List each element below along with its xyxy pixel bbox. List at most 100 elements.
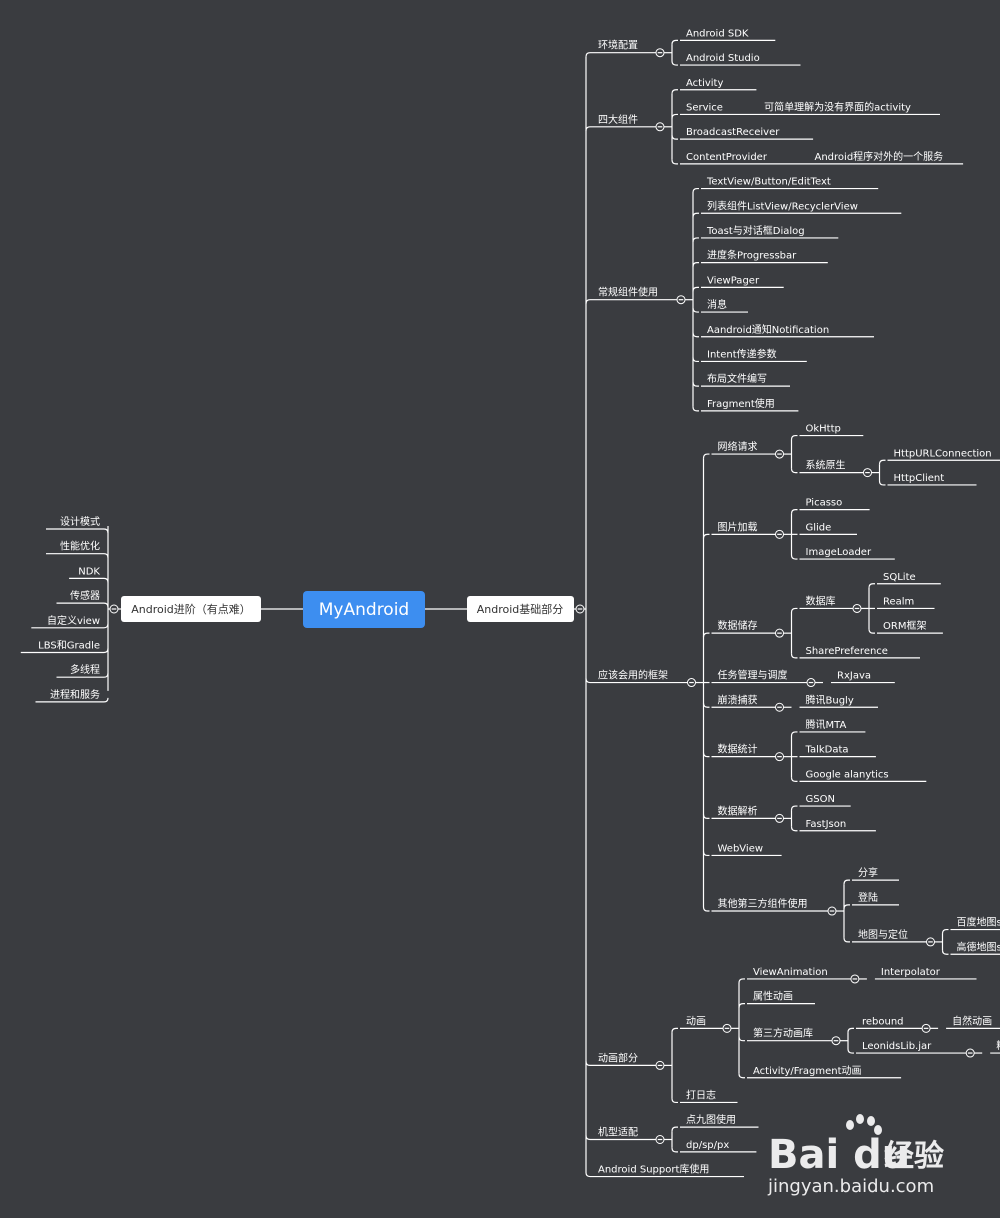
topic-label: Interpolator	[881, 967, 941, 978]
connector	[585, 299, 592, 304]
collapse-toggle-icon[interactable]	[850, 974, 860, 984]
collapse-toggle-icon[interactable]	[852, 603, 862, 613]
topic-label: HttpClient	[894, 473, 945, 484]
central-topic-box[interactable]	[303, 591, 425, 628]
connector	[790, 509, 798, 514]
topic-label: Glide	[806, 522, 832, 533]
section-label: 环境配置	[598, 39, 638, 52]
connector	[702, 632, 710, 638]
connector	[702, 752, 710, 758]
right-branch-box[interactable]	[467, 596, 574, 622]
collapse-toggle-icon[interactable]	[687, 678, 696, 688]
collapse-toggle-icon[interactable]	[863, 468, 872, 478]
collapse-toggle-icon[interactable]	[827, 906, 837, 916]
advanced-topic-label: LBS和Gradle	[38, 640, 100, 652]
collapse-toggle-icon[interactable]	[676, 295, 686, 305]
topic-label: ImageLoader	[806, 547, 872, 558]
topic-label: SharePreference	[806, 646, 888, 657]
left-branch-box[interactable]	[121, 596, 261, 622]
connector	[56, 673, 109, 678]
connector	[878, 459, 886, 465]
advanced-topic-label: 进程和服务	[50, 688, 100, 701]
connector	[790, 468, 798, 474]
watermark-url: jingyan.baidu.com	[767, 1176, 934, 1197]
topic-label: 打日志	[686, 1088, 716, 1101]
connector	[702, 851, 710, 857]
topic-label: 进度条Progressbar	[707, 249, 797, 262]
collapse-toggle-icon[interactable]	[775, 628, 784, 638]
collapse-toggle-icon[interactable]	[655, 48, 665, 58]
connector	[692, 308, 699, 313]
advanced-topic-label: 传感器	[70, 589, 100, 602]
collapse-toggle-icon[interactable]	[775, 752, 784, 762]
collapse-toggle-icon[interactable]	[655, 1060, 665, 1070]
topic-label: Android Studio	[686, 53, 760, 64]
collapse-toggle-icon[interactable]	[775, 813, 784, 823]
section-label: Android Support库使用	[598, 1163, 709, 1176]
connector	[843, 904, 850, 909]
connector	[671, 135, 678, 140]
topic-label: Intent传递参数	[707, 347, 777, 360]
collapse-toggle-icon[interactable]	[926, 937, 935, 947]
topic-label: 点九图使用	[686, 1113, 736, 1126]
collapse-toggle-icon[interactable]	[109, 604, 119, 614]
connector	[692, 286, 699, 292]
topic-label: 登陆	[858, 891, 878, 904]
collapse-toggle-icon[interactable]	[775, 702, 784, 712]
section-label: 机型适配	[598, 1126, 638, 1139]
connector	[692, 237, 699, 242]
collapse-toggle-icon[interactable]	[831, 1036, 841, 1046]
connector	[671, 1027, 678, 1033]
topic-label: 分享	[858, 866, 878, 879]
connector	[790, 434, 798, 440]
connector	[843, 879, 850, 885]
connector	[585, 1061, 592, 1066]
connector	[585, 678, 592, 684]
topic-label: 图片加载	[718, 520, 758, 533]
connector	[790, 805, 798, 811]
connector	[692, 262, 699, 267]
collapse-toggle-icon[interactable]	[575, 604, 585, 614]
connector	[585, 52, 592, 57]
paw-icon	[846, 1114, 882, 1135]
topic-label: 网络请求	[718, 440, 758, 453]
topic-label: Picasso	[806, 498, 843, 509]
connector	[585, 126, 592, 131]
topic-label: SQLite	[883, 572, 916, 583]
collapse-toggle-icon[interactable]	[655, 1135, 665, 1144]
connector	[671, 89, 678, 94]
topic-label: 自然动画	[952, 1014, 992, 1027]
connector	[671, 61, 678, 66]
collapse-toggle-icon[interactable]	[775, 529, 784, 539]
collapse-toggle-icon[interactable]	[806, 678, 816, 688]
topic-label: Aandroid通知Notification	[707, 323, 829, 336]
topic-label: Realm	[883, 596, 914, 607]
topic-label: 腾讯Bugly	[806, 693, 854, 706]
collapse-toggle-icon[interactable]	[722, 1023, 732, 1033]
watermark-logo: Bai du	[768, 1132, 910, 1178]
topic-label: BroadcastReceiver	[686, 127, 780, 138]
collapse-toggle-icon[interactable]	[655, 122, 665, 132]
topic-note: 可简单理解为没有界面的activity	[764, 100, 911, 113]
watermark-brand: 经验	[884, 1139, 944, 1174]
connector	[671, 1147, 678, 1153]
topic-label: Google alanytics	[806, 769, 889, 780]
connector	[941, 950, 949, 955]
topic-label: GSON	[806, 794, 835, 805]
topic-label: Service	[686, 102, 723, 113]
connector	[790, 826, 798, 832]
connector	[671, 113, 678, 119]
connector	[692, 212, 699, 218]
collapse-toggle-icon[interactable]	[775, 449, 784, 459]
connector	[702, 814, 710, 819]
topic-label: Fragment使用	[707, 397, 775, 410]
advanced-topic-label: NDK	[78, 566, 100, 577]
connector	[56, 602, 109, 608]
topic-label: 崩溃捕获	[718, 693, 758, 706]
topic-label: WebView	[718, 843, 764, 854]
topic-label: RxJava	[837, 671, 871, 682]
collapse-toggle-icon[interactable]	[965, 1048, 975, 1058]
connector	[790, 731, 798, 736]
collapse-toggle-icon[interactable]	[921, 1023, 931, 1033]
collapse-knobs	[109, 48, 975, 1144]
